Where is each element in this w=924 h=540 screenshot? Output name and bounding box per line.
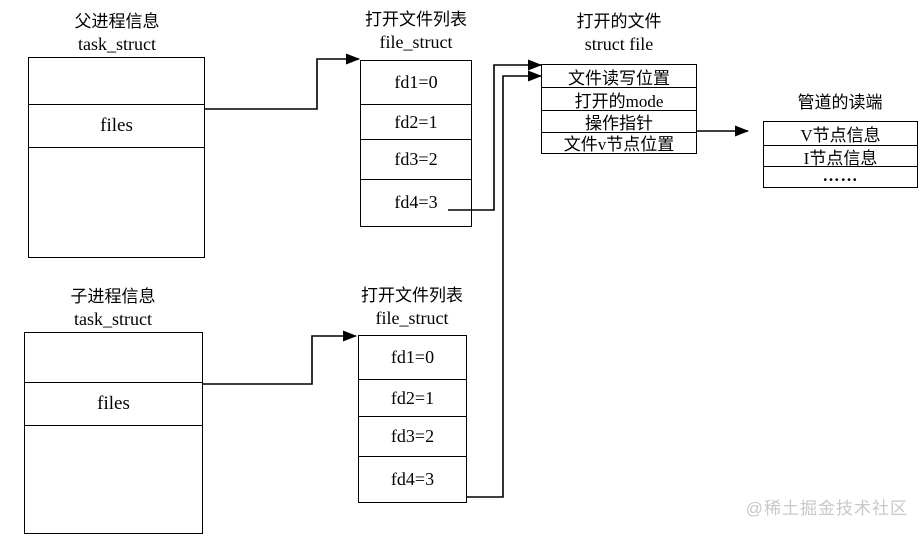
parent-files-cell: files <box>29 104 204 147</box>
parent-file-list-title-struct: file_struct <box>379 32 453 52</box>
parent-task-struct-empty-row-2 <box>29 147 204 256</box>
parent-task-struct-empty-row-1 <box>29 58 204 104</box>
open-file-title: 打开的文件 struct file <box>539 10 699 56</box>
arrow-parent-files-to-file-struct <box>205 53 360 110</box>
parent-fd2-cell: fd2=1 <box>361 104 471 139</box>
child-fd1-cell: fd1=0 <box>390 347 435 367</box>
parent-file-struct-box: fd1=0 fd2=1 fd3=2 fd4=3 <box>360 60 472 227</box>
inode-info-cell: I节点信息 <box>764 145 917 166</box>
struct-file-box: 文件读写位置 打开的mode 操作指针 文件v节点位置 <box>541 64 697 154</box>
child-file-list-title-struct: file_struct <box>375 308 449 328</box>
parent-file-list-title-cn: 打开文件列表 <box>365 10 467 29</box>
child-process-title-struct: task_struct <box>74 309 152 329</box>
parent-process-title-struct: task_struct <box>78 34 156 54</box>
parent-file-list-title: 打开文件列表 file_struct <box>336 8 496 54</box>
open-file-title-cn: 打开的文件 <box>576 12 662 31</box>
child-file-struct-box: fd1=0 fd2=1 fd3=2 fd4=3 <box>358 335 467 503</box>
child-file-list-title: 打开文件列表 file_struct <box>332 284 492 330</box>
file-rw-position-cell: 文件读写位置 <box>568 68 670 88</box>
parent-fd4-cell: fd4=3 <box>361 179 471 225</box>
pipe-read-end-title: 管道的读端 <box>760 91 920 114</box>
child-files-cell: files <box>25 382 202 425</box>
child-task-struct-empty-row-1 <box>25 333 202 382</box>
file-open-mode-cell: 打开的mode <box>542 87 696 110</box>
parent-process-title-cn: 父进程信息 <box>74 12 160 31</box>
parent-task-struct-box: files <box>28 57 205 258</box>
child-file-list-title-cn: 打开文件列表 <box>361 286 463 305</box>
pipe-read-end-title-cn: 管道的读端 <box>797 93 883 112</box>
file-op-pointer-cell: 操作指针 <box>542 110 696 132</box>
open-file-title-struct: struct file <box>584 34 654 54</box>
pipe-read-end-box: V节点信息 I节点信息 …… <box>763 121 918 188</box>
child-process-title: 子进程信息 task_struct <box>33 285 193 331</box>
child-process-title-cn: 子进程信息 <box>70 287 156 306</box>
child-fd2-cell: fd2=1 <box>359 379 466 416</box>
arrow-child-files-to-file-struct <box>203 330 357 385</box>
parent-process-title: 父进程信息 task_struct <box>37 10 197 56</box>
vnode-info-cell: V节点信息 <box>800 126 881 145</box>
child-fd4-cell: fd4=3 <box>359 456 466 501</box>
pipe-ellipsis-cell: …… <box>764 166 917 185</box>
parent-fd3-cell: fd3=2 <box>361 139 471 179</box>
child-task-struct-box: files <box>24 332 203 534</box>
child-task-struct-empty-row-2 <box>25 425 202 532</box>
juejin-watermark: @稀土掘金技术社区 <box>745 499 908 518</box>
file-vnode-position-cell: 文件v节点位置 <box>542 132 696 152</box>
child-fd3-cell: fd3=2 <box>359 416 466 456</box>
parent-fd1-cell: fd1=0 <box>394 72 438 92</box>
